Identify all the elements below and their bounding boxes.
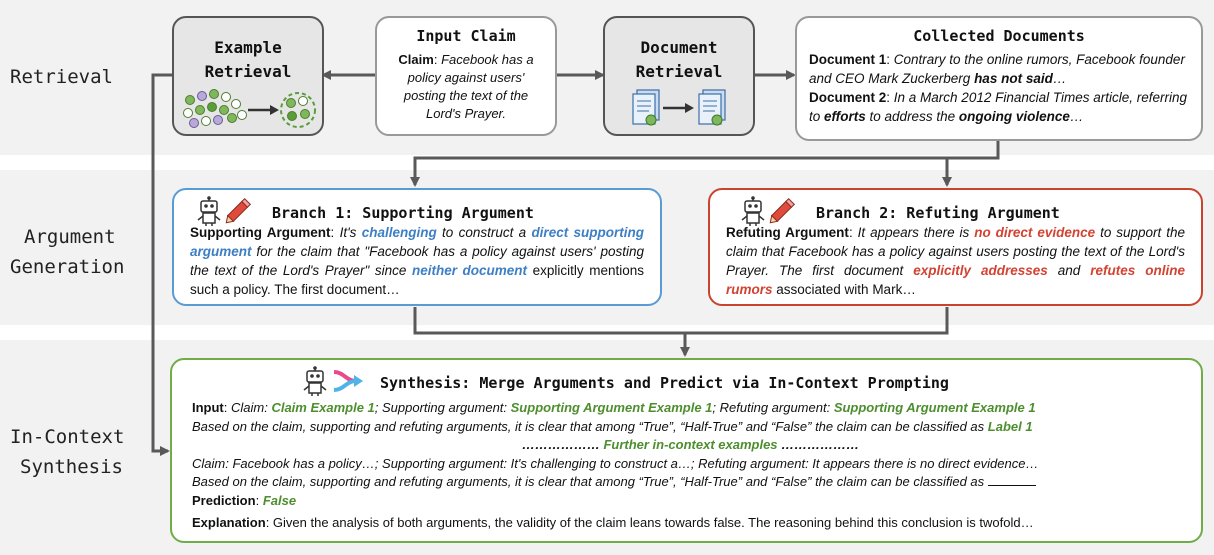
branch1-text: Supporting Argument: It's challenging to… [190,225,644,297]
branch2-text: Refuting Argument: It appears there is n… [726,225,1186,297]
documents-icon [632,89,726,126]
synthesis-text: Input: Claim: Claim Example 1; Supportin… [192,399,1189,533]
robot-icon [197,196,221,226]
answer-blank [987,473,1036,486]
input-claim-box: Input Claim Claim: Facebook has a policy… [375,16,557,136]
synthesis-line-2: Based on the claim, supporting and refut… [192,418,1033,434]
branch2-box: Branch 2: Refuting Argument Refuting Arg… [708,188,1203,306]
input-claim-title: Input Claim [416,27,516,45]
row-label-in-context-synthesis: In-Context Synthesis [10,426,125,478]
robot-icon [303,366,327,396]
row-label-retrieval: Retrieval [10,66,113,88]
example-retrieval-title: Example Retrieval [204,38,292,81]
synthesis-box: Synthesis: Merge Arguments and Predict v… [170,358,1203,543]
synthesis-line-5: Based on the claim, supporting and refut… [192,473,1189,492]
document-1-text: Document 1: Contrary to the online rumor… [809,52,1185,86]
synthesis-line-3: ……………… Further in-context examples ……………… [521,437,860,452]
pencil-icon [769,197,796,224]
dots-cluster-icon [183,89,316,128]
merge-icon [333,370,363,392]
example-retrieval-box: Example Retrieval [172,16,324,136]
branch2-title: Branch 2: Refuting Argument [816,204,1060,222]
pencil-icon [225,197,252,224]
explanation-line: Explanation: Given the analysis of both … [192,515,1034,530]
synthesis-line-4: Claim: Facebook has a policy…; Supportin… [192,455,1039,471]
input-claim-text: Claim: Facebook has a policy against use… [398,52,534,121]
synthesis-line-1: Input: Claim: Claim Example 1; Supportin… [192,400,1036,415]
robot-icon [741,196,765,226]
branch1-title: Branch 1: Supporting Argument [272,204,534,222]
document-retrieval-box: Document Retrieval [603,16,755,136]
document-2-text: Document 2: In a March 2012 Financial Ti… [809,90,1188,124]
collected-documents-title: Collected Documents [913,27,1085,45]
synthesis-title: Synthesis: Merge Arguments and Predict v… [380,374,949,392]
prediction-line: Prediction: False [192,492,297,508]
row-label-argument-generation: Argument Generation [10,226,125,278]
document-retrieval-title: Document Retrieval [635,38,723,81]
collected-documents-box: Collected Documents Document 1: Contrary… [795,16,1203,141]
branch1-box: Branch 1: Supporting Argument Supporting… [172,188,662,306]
